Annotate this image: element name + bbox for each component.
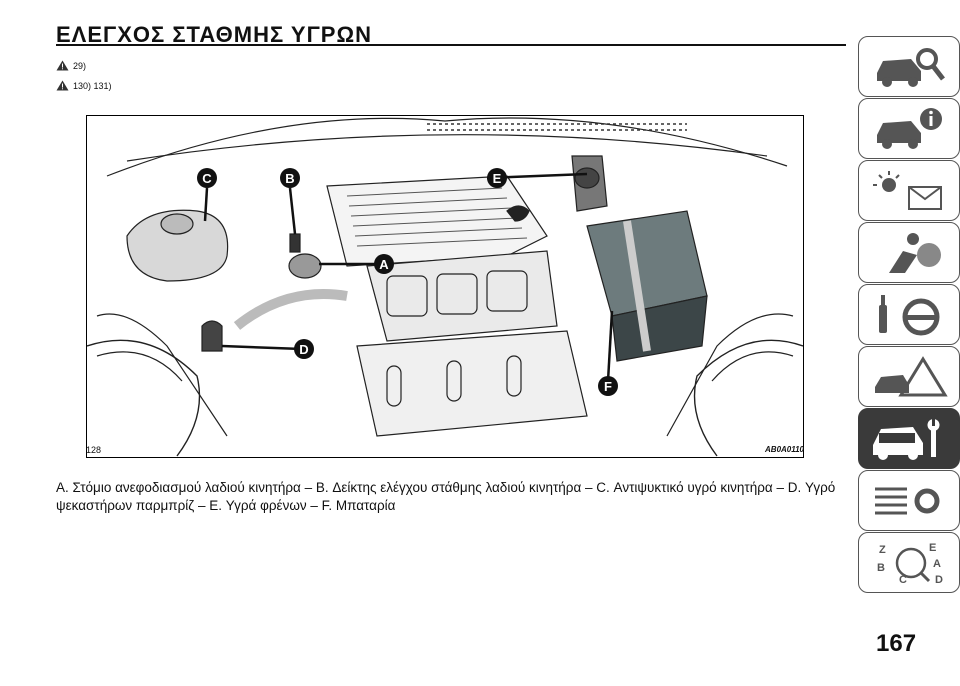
warning-refs: 29) (73, 60, 87, 71)
warning-triangle-car-icon (875, 356, 948, 397)
tab-warning-lights[interactable] (858, 160, 960, 221)
callout-label: F (604, 379, 612, 394)
airbag-person-icon (889, 233, 941, 273)
svg-text:Z: Z (879, 544, 886, 556)
svg-text:A: A (933, 558, 941, 570)
engine-bay-illustration: C B E A D F (87, 117, 803, 457)
figure-caption: A. Στόμιο ανεφοδιασμού λαδιού κινητήρα –… (56, 480, 836, 513)
svg-text:E: E (929, 542, 936, 554)
svg-text:B: B (877, 562, 885, 574)
callout-b: B (280, 168, 300, 188)
title-divider (56, 44, 846, 46)
tab-knowing-car[interactable] (858, 36, 960, 97)
engine-bay-figure: C B E A D F (86, 115, 804, 458)
page-number: 167 (876, 630, 917, 657)
warning-triangle-icon (56, 60, 69, 71)
warning-light-mail-icon (873, 171, 942, 210)
callout-label: E (493, 171, 502, 186)
car-wrench-icon (873, 419, 940, 460)
figure-code: AB0A0110 (765, 445, 804, 454)
svg-text:C: C (899, 574, 907, 586)
callout-label: B (285, 171, 294, 186)
tab-starting-driving[interactable] (858, 284, 960, 345)
callout-a: A (374, 254, 394, 274)
tab-technical-specs[interactable] (858, 470, 960, 531)
callout-label: C (202, 171, 212, 186)
page-title: ΕΛΕΓΧΟΣ ΣΤΑΘΜΗΣ ΥΓΡΩΝ (56, 22, 372, 47)
callout-d: D (294, 339, 314, 359)
tab-safety[interactable] (858, 222, 960, 283)
steering-wheel-key-icon (879, 295, 940, 336)
alphabet-index-icon: Z EA B C D (877, 542, 943, 586)
car-search-icon (877, 48, 945, 87)
car-info-icon (877, 108, 942, 149)
tab-maintenance[interactable] (858, 408, 960, 469)
callout-c: C (197, 168, 217, 188)
warning-refs: 130) 131) (73, 80, 112, 91)
tab-knowing-instrument[interactable] (858, 98, 960, 159)
callout-e: E (487, 168, 507, 188)
tab-emergency[interactable] (858, 346, 960, 407)
warning-row: 130) 131) (56, 80, 112, 91)
warning-row: 29) (56, 60, 86, 71)
callout-label: D (299, 342, 308, 357)
svg-text:D: D (935, 574, 943, 586)
callout-label: A (379, 257, 389, 272)
specs-gear-icon (875, 487, 940, 515)
warning-triangle-icon (56, 80, 69, 91)
figure-number: 128 (86, 445, 102, 455)
callout-f: F (598, 376, 618, 396)
